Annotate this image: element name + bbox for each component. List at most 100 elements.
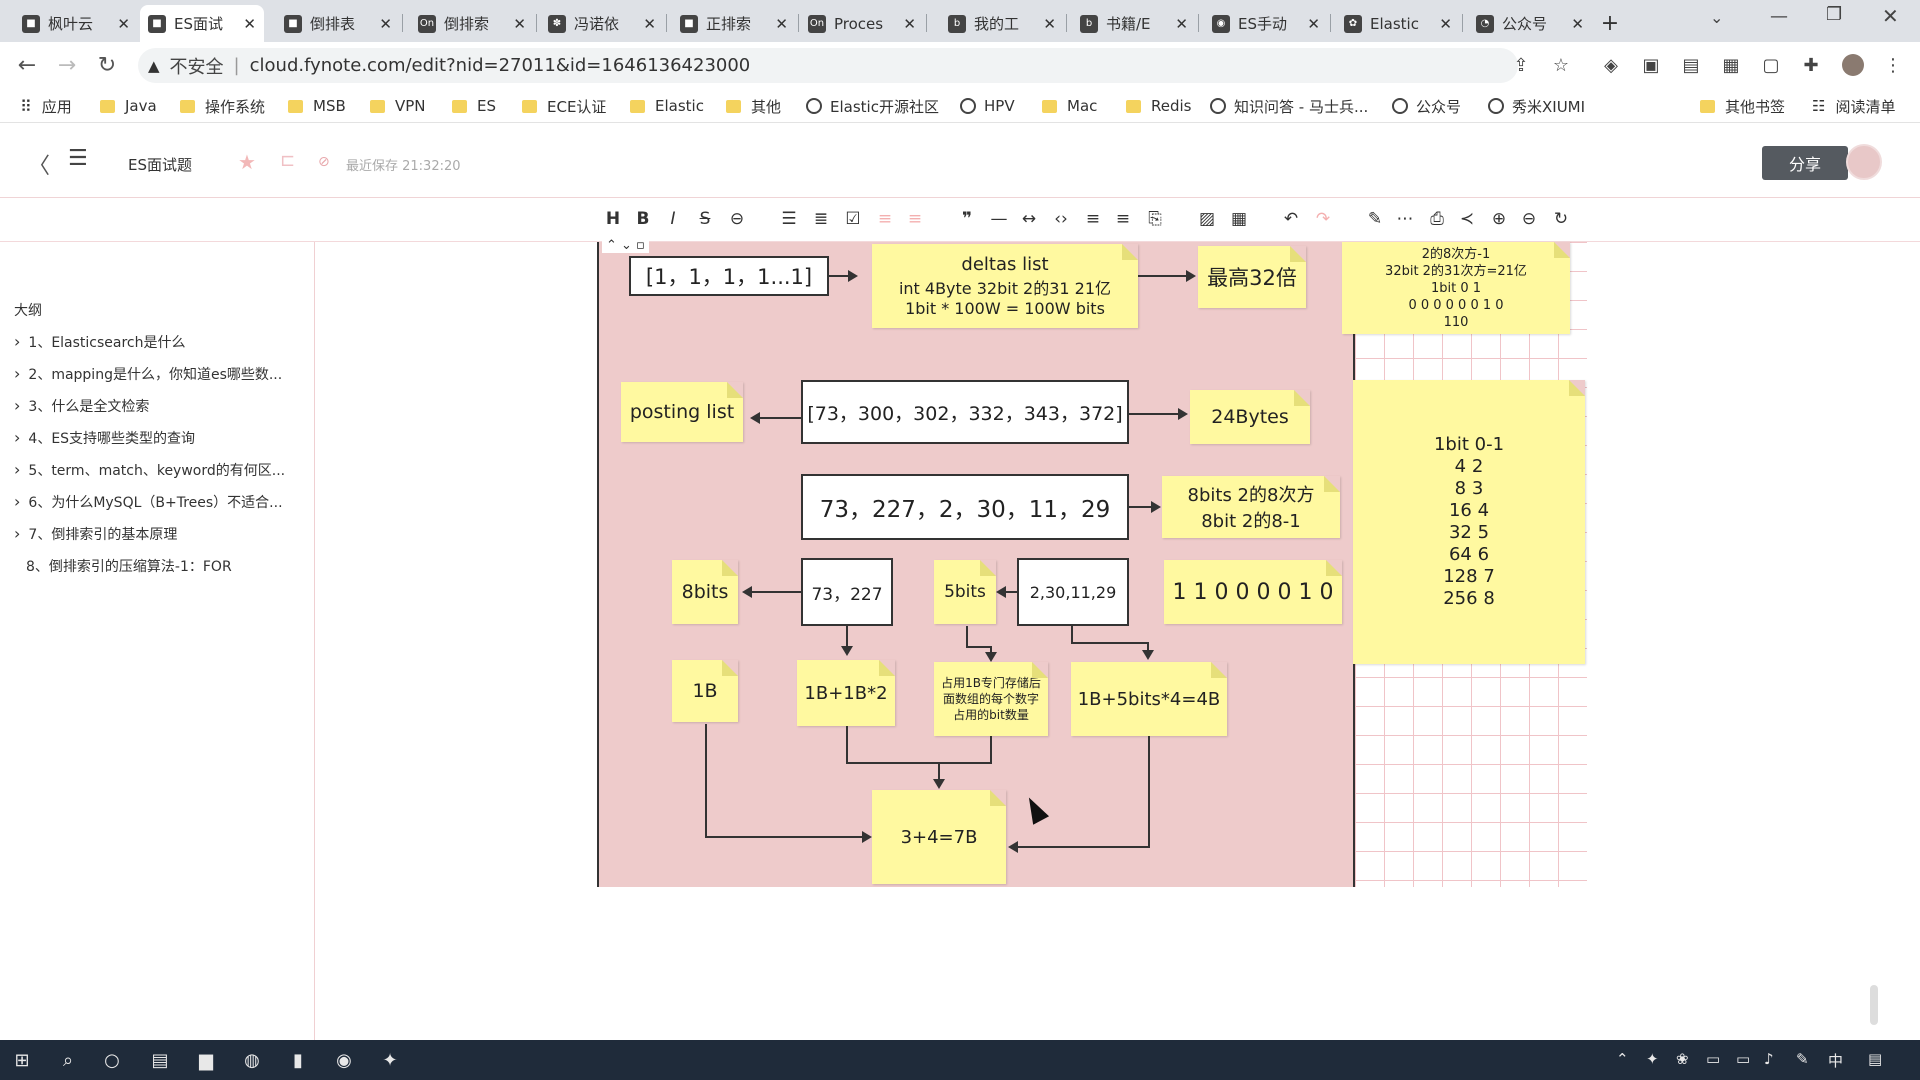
code-block-icon[interactable]: ‹› [1054,209,1068,229]
battery-icon[interactable]: ▭ [1706,1050,1721,1068]
back-arrow-icon[interactable]: 〈 [28,154,51,179]
bookmark-10[interactable]: Elastic开源社区 [806,94,939,118]
file-explorer-icon[interactable]: ▆ [199,1049,213,1071]
bookmark-star-icon[interactable]: ☆ [1552,54,1570,76]
more-icon[interactable]: ⋯ [1396,209,1414,229]
redo-icon[interactable]: ↷ [1315,209,1331,229]
pen-icon[interactable]: ✎ [1367,209,1383,229]
outline-item[interactable]: ›5、term、match、keyword的有何区... [14,460,304,480]
close-tab-icon[interactable]: ✕ [1439,14,1452,33]
outline-item[interactable]: ›2、mapping是什么，你知道es哪些数... [14,364,304,384]
back-icon[interactable]: ← [17,52,37,78]
close-window-icon[interactable]: ✕ [1882,4,1899,28]
bookmark-4[interactable]: MSB [288,94,346,118]
close-tab-icon[interactable]: ✕ [643,14,656,33]
bookmark-9[interactable]: 其他 [726,94,781,118]
app-icon[interactable]: ◉ [336,1049,352,1071]
ime-indicator[interactable]: 中 [1828,1052,1844,1070]
document-icon[interactable]: ⎘ [1148,209,1162,229]
extension-4-icon[interactable]: ▦ [1722,54,1740,76]
tray-chevron-icon[interactable]: ⌃ [1616,1050,1629,1068]
outline-item[interactable]: ›6、为什么MySQL（B+Trees）不适合... [14,492,304,512]
user-avatar[interactable] [1846,144,1882,180]
share-page-icon[interactable]: ⇪ [1513,54,1529,76]
tab-5[interactable]: ✽冯诺依✕ [540,5,664,42]
link-icon[interactable]: ⊖ [729,209,745,229]
notification-icon[interactable]: ▤ [1868,1050,1883,1068]
outline-item[interactable]: ›7、倒排索引的基本原理 [14,524,304,544]
bookmark-2[interactable]: Java [100,94,157,118]
restore-icon[interactable]: ❐ [1826,4,1843,25]
network-icon[interactable]: ▭ [1736,1050,1751,1068]
chevron-right-icon[interactable]: › [14,524,21,543]
scrollbar-thumb[interactable] [1870,985,1878,1025]
close-tab-icon[interactable]: ✕ [379,14,392,33]
bookmark-3[interactable]: 操作系统 [180,94,265,118]
bookmark-right-2[interactable]: ☷阅读清单 [1812,94,1895,118]
search-icon[interactable]: ⌕ [62,1049,74,1071]
app-icon[interactable]: ✦ [382,1049,398,1071]
bookmark-12[interactable]: Mac [1042,94,1097,118]
tab-11[interactable]: ✿Elastic✕ [1336,5,1460,42]
tab-3[interactable]: ■倒排表✕ [276,5,400,42]
close-tab-icon[interactable]: ✕ [1571,14,1584,33]
address-bar[interactable]: ▲ 不安全 | cloud.fynote.com/edit?nid=27011&… [138,48,1518,83]
bookmark-16[interactable]: 秀米XIUMI [1488,94,1585,118]
file-icon[interactable]: ⎙ [1430,209,1444,229]
tab-6[interactable]: ■正排索✕ [672,5,796,42]
reload-icon[interactable]: ↻ [97,52,117,78]
quote-icon[interactable]: ❞ [962,209,972,229]
app-icon[interactable]: ◍ [244,1049,260,1071]
close-tab-icon[interactable]: ✕ [513,14,526,33]
outline-item[interactable]: ›3、什么是全文检索 [14,396,304,416]
chevron-right-icon[interactable]: › [14,460,21,479]
tab-1[interactable]: ■枫叶云✕ [14,5,138,42]
table-icon[interactable]: ▦ [1230,209,1248,229]
chevron-right-icon[interactable]: › [14,492,21,511]
share-node-icon[interactable]: ≺ [1459,209,1475,229]
extension-5-icon[interactable]: ▢ [1762,54,1780,76]
horizontal-rule-icon[interactable]: — [990,209,1008,229]
minimize-icon[interactable]: — [1770,6,1788,27]
image-icon[interactable]: ▨ [1198,209,1216,229]
italic-icon[interactable]: I [670,209,676,229]
pen-tray-icon[interactable]: ✎ [1796,1050,1809,1068]
bullet-list-icon[interactable]: ☰ [781,209,797,229]
task-view-icon[interactable]: ○ [104,1049,120,1071]
extension-3-icon[interactable]: ▤ [1682,54,1700,76]
undo-icon[interactable]: ↶ [1283,209,1299,229]
heading-icon[interactable]: H [605,209,621,229]
zoom-out-icon[interactable]: ⊖ [1521,209,1537,229]
close-tab-icon[interactable]: ✕ [1307,14,1320,33]
diagram-controls[interactable]: ⌃ ⌄ ▫ [602,238,649,253]
close-tab-icon[interactable]: ✕ [903,14,916,33]
tray-app-icon[interactable]: ✦ [1646,1050,1659,1068]
align-icon[interactable]: ≡ [1085,209,1101,229]
indent-icon[interactable]: ≡ [907,209,923,229]
inline-code-icon[interactable]: ↔ [1021,209,1037,229]
close-tab-icon[interactable]: ✕ [775,14,788,33]
extension-1-icon[interactable]: ◈ [1604,54,1618,76]
ordered-list-icon[interactable]: ≣ [813,209,829,229]
tab-10[interactable]: ◉ES手动✕ [1204,5,1328,42]
bookmark-7[interactable]: ECE认证 [522,94,606,118]
checkbox-icon[interactable]: ☑ [845,209,861,229]
chevron-right-icon[interactable]: › [14,364,21,383]
bold-icon[interactable]: B [636,209,650,229]
extension-2-icon[interactable]: ▣ [1642,54,1660,76]
close-tab-icon[interactable]: ✕ [1043,14,1056,33]
close-tab-icon[interactable]: ✕ [243,14,256,33]
notes-app-icon[interactable]: ▤ [151,1049,169,1071]
bookmark-5[interactable]: VPN [370,94,426,118]
bookmark-1[interactable]: ⠿应用 [20,94,72,118]
bookmark-15[interactable]: 公众号 [1392,94,1461,118]
app-icon[interactable]: ▮ [293,1049,303,1071]
outline-item[interactable]: ›4、ES支持哪些类型的查询 [14,428,304,448]
tab-12[interactable]: ◔公众号✕ [1468,5,1592,42]
menu-icon[interactable]: ⋮ [1884,54,1902,76]
new-tab-button[interactable]: + [1595,5,1625,42]
bookmark-8[interactable]: Elastic [630,94,704,118]
